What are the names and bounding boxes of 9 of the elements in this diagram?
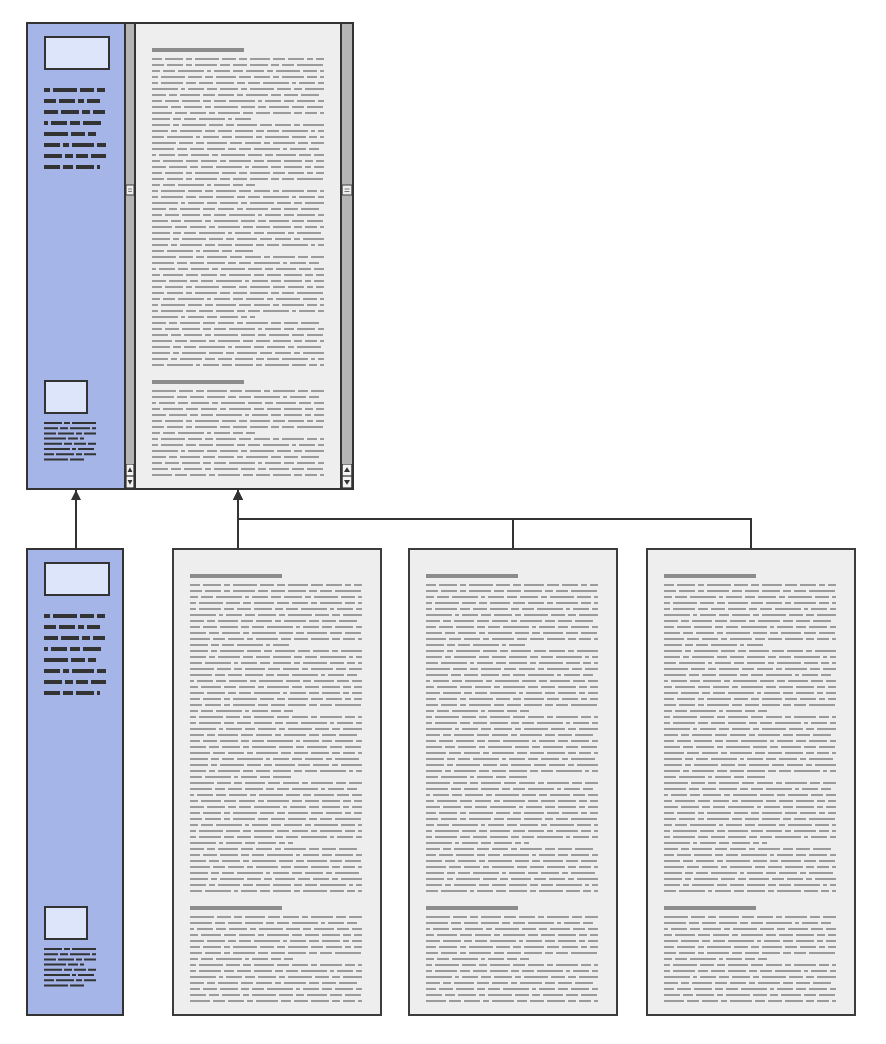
arrow bbox=[71, 489, 81, 549]
window-frame bbox=[26, 22, 354, 490]
document-page bbox=[172, 548, 382, 1016]
sidebar-panel bbox=[28, 24, 124, 488]
text-pane bbox=[136, 24, 340, 488]
arrow bbox=[233, 489, 752, 549]
sidebar-panel bbox=[26, 548, 124, 1016]
document-page bbox=[646, 548, 856, 1016]
document-page bbox=[408, 548, 618, 1016]
